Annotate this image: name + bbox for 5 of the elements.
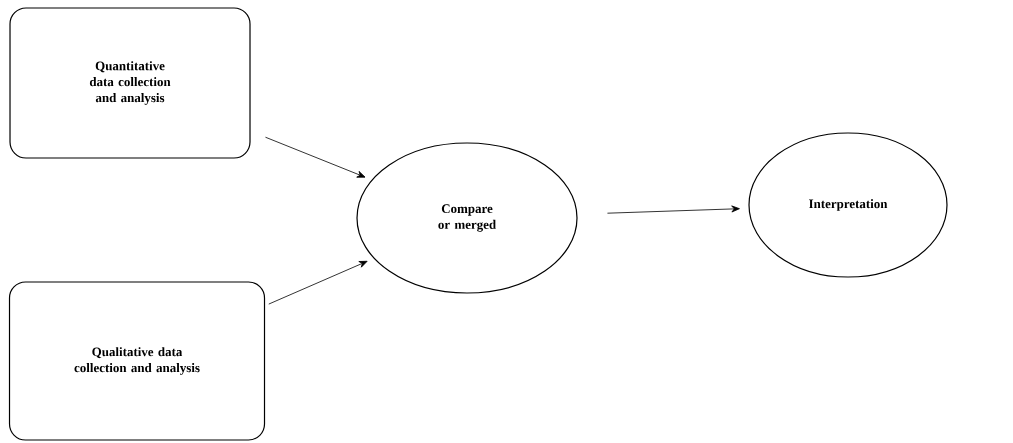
arrow [607,205,740,214]
arrow [268,260,368,305]
process-box: Quantitative data collection and analysis [9,7,251,159]
process-box: Qualitative data collection and analysis [8,281,266,441]
arrow [265,136,366,178]
